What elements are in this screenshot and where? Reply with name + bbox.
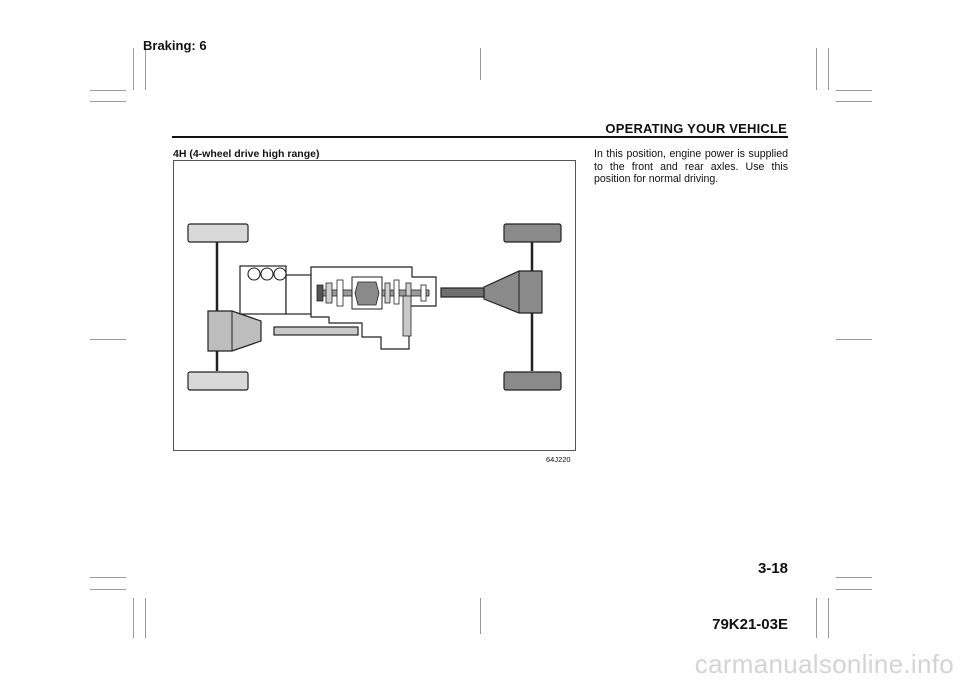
crop-mark (480, 48, 481, 80)
crop-mark (836, 101, 872, 102)
transmission (285, 274, 312, 315)
document-code: 79K21-03E (712, 616, 788, 633)
crop-mark (133, 598, 134, 638)
crop-mark (90, 589, 126, 590)
crop-mark (145, 48, 146, 90)
crop-mark (816, 48, 817, 90)
crop-mark (90, 90, 126, 91)
crop-mark (133, 48, 134, 90)
header-rule (172, 136, 788, 138)
rear-right-wheel (503, 371, 562, 391)
body-paragraph: In this position, engine power is suppli… (594, 148, 788, 186)
figure-code: 64J220 (546, 455, 571, 464)
crop-mark (90, 339, 126, 340)
drivetrain-diagram (187, 223, 562, 391)
front-propeller-shaft (273, 326, 359, 336)
crop-mark (836, 90, 872, 91)
section-label: Braking: 6 (143, 38, 207, 53)
crop-mark (828, 598, 829, 638)
page-number: 3-18 (757, 560, 788, 577)
chapter-title: OPERATING YOUR VEHICLE (605, 121, 787, 136)
crop-mark (828, 48, 829, 90)
rear-propeller-shaft (440, 287, 485, 298)
figure-title: 4H (4-wheel drive high range) (173, 148, 320, 160)
crop-mark (90, 101, 126, 102)
crop-mark (480, 598, 481, 634)
rear-left-wheel (503, 223, 562, 243)
crop-mark (836, 339, 872, 340)
crop-mark (836, 577, 872, 578)
crop-mark (816, 598, 817, 638)
crop-mark (145, 598, 146, 638)
watermark: carmanualsonline.info (694, 649, 954, 679)
crop-mark (836, 589, 872, 590)
crop-mark (90, 577, 126, 578)
rear-differential (483, 270, 543, 314)
front-left-wheel (187, 223, 249, 243)
front-differential (207, 310, 262, 352)
drivetrain-figure (173, 160, 576, 451)
front-right-wheel (187, 371, 249, 391)
